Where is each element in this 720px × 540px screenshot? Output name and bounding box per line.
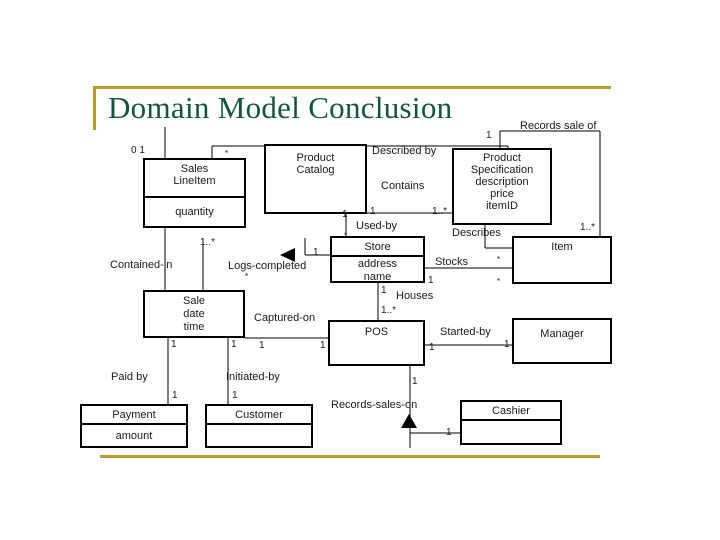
assoc-label-contained-in: Contained-in	[110, 259, 173, 271]
mult-item-top-1star: 1..*	[580, 222, 596, 233]
class-attrs-customer	[207, 423, 311, 450]
class-box-product-specification[interactable]: Product Specification description price …	[452, 148, 552, 225]
assoc-label-logs-completed: Logs-completed	[228, 260, 307, 272]
class-attr-description: description	[475, 176, 529, 188]
mult-sale-bottom-right-1: 1	[231, 339, 237, 350]
class-name-line1: Product	[483, 152, 521, 164]
mult-pos-left-1: 1	[259, 340, 265, 351]
assoc-label-used-by: Used-by	[356, 220, 397, 232]
mult-store-bottom-1: 1	[381, 285, 387, 296]
class-box-payment[interactable]: Payment amount	[80, 404, 188, 448]
assoc-label-contains: Contains	[381, 180, 425, 192]
class-name-line1: Sales	[180, 163, 209, 175]
triangle-up-icon	[401, 414, 417, 428]
class-box-sale[interactable]: Sale date time	[143, 290, 245, 338]
mult-sales-lineitem-top-left: 0 1	[131, 145, 145, 156]
mult-store-left-1: 1	[313, 247, 319, 258]
mult-pos-top-1star: 1..*	[381, 305, 397, 316]
class-name-manager: Manager	[540, 328, 584, 340]
class-name-line2: LineItem	[173, 175, 216, 187]
class-box-pos[interactable]: POS	[328, 320, 425, 366]
class-box-store[interactable]: Store address name	[330, 236, 425, 283]
class-attr-date: date	[183, 308, 205, 320]
assoc-label-started-by: Started-by	[440, 326, 491, 338]
class-name-pos: POS	[364, 326, 389, 338]
class-attrs-cashier	[462, 419, 560, 447]
class-attr-amount: amount	[82, 423, 186, 450]
class-attrs-store: address name	[332, 255, 423, 285]
assoc-label-houses: Houses	[396, 290, 434, 302]
class-attr-address: address	[357, 258, 398, 270]
class-attrs-sale: date time	[145, 307, 243, 338]
class-attr-quantity: quantity	[145, 196, 244, 226]
assoc-label-records-sales-on: Records-sales-on	[331, 399, 418, 411]
mult-pos-right-1: 1	[429, 342, 435, 353]
mult-spec-top-1: 1	[486, 130, 492, 141]
class-attr-time: time	[183, 321, 205, 333]
class-attr-name: name	[363, 271, 392, 283]
class-name-payment: Payment	[112, 409, 156, 421]
class-name-store: Store	[364, 241, 391, 253]
class-box-item[interactable]: Item	[512, 236, 612, 284]
mult-customer-top-1: 1	[232, 390, 238, 401]
mult-sale-bottom-left-1: 1	[171, 339, 177, 350]
class-name-sale: Sale	[182, 295, 206, 307]
assoc-label-captured-on: Captured-on	[254, 312, 316, 324]
class-name-item: Item	[551, 241, 573, 253]
class-box-cashier[interactable]: Cashier	[460, 400, 562, 445]
mult-sales-lineitem-bottom: 1..*	[200, 237, 216, 248]
class-attr-price: price	[490, 188, 514, 200]
mult-catalog-used-by-star: *	[344, 231, 348, 240]
assoc-label-initiated-by: Initiated-by	[226, 371, 280, 383]
class-box-customer[interactable]: Customer	[205, 404, 313, 448]
mult-payment-top-1: 1	[172, 390, 178, 401]
class-name-customer: Customer	[235, 409, 283, 421]
assoc-label-describes: Describes	[452, 227, 501, 239]
class-name-line2: Catalog	[296, 164, 335, 176]
mult-pos-bottom-1: 1	[412, 376, 418, 387]
assoc-label-described-by: Described by	[372, 145, 437, 157]
mult-item-left-star-lower: *	[497, 277, 501, 286]
class-name-product-specification: Product Specification description price …	[454, 150, 550, 215]
mult-catalog-used-by-1: 1	[342, 209, 348, 220]
mult-manager-left-1: 1	[504, 339, 510, 350]
accent-rule-bottom	[100, 455, 600, 458]
class-box-sales-lineitem[interactable]: Sales LineItem quantity	[143, 158, 246, 228]
triangle-left-icon	[280, 248, 295, 262]
mult-item-left-star-upper: *	[497, 255, 501, 264]
mult-store-right-1: 1	[428, 275, 434, 286]
class-name-line1: Product	[296, 152, 335, 164]
assoc-label-paid-by: Paid by	[111, 371, 148, 383]
class-name-sales-lineitem: Sales LineItem	[145, 160, 244, 196]
mult-sale-right-1: 1	[320, 340, 326, 351]
mult-logs-star: *	[245, 272, 249, 281]
class-box-manager[interactable]: Manager	[512, 318, 612, 364]
class-name-product-catalog: Product Catalog	[266, 146, 365, 179]
class-name-line2: Specification	[470, 164, 534, 176]
mult-cashier-left-1: 1	[446, 427, 452, 438]
mult-contains-1star: 1..*	[432, 206, 448, 217]
class-name-cashier: Cashier	[492, 405, 530, 417]
class-box-product-catalog[interactable]: Product Catalog	[264, 144, 367, 214]
assoc-label-stocks: Stocks	[435, 256, 469, 268]
mult-contains-1: 1	[370, 206, 376, 217]
slide-title: Domain Model Conclusion	[108, 90, 453, 125]
assoc-label-records-sale-of: Records sale of	[520, 120, 597, 132]
mult-sales-lineitem-top-right: *	[225, 149, 229, 158]
accent-rule-left	[93, 86, 96, 130]
accent-rule-top	[93, 86, 611, 89]
class-attr-itemid: itemID	[486, 200, 518, 212]
